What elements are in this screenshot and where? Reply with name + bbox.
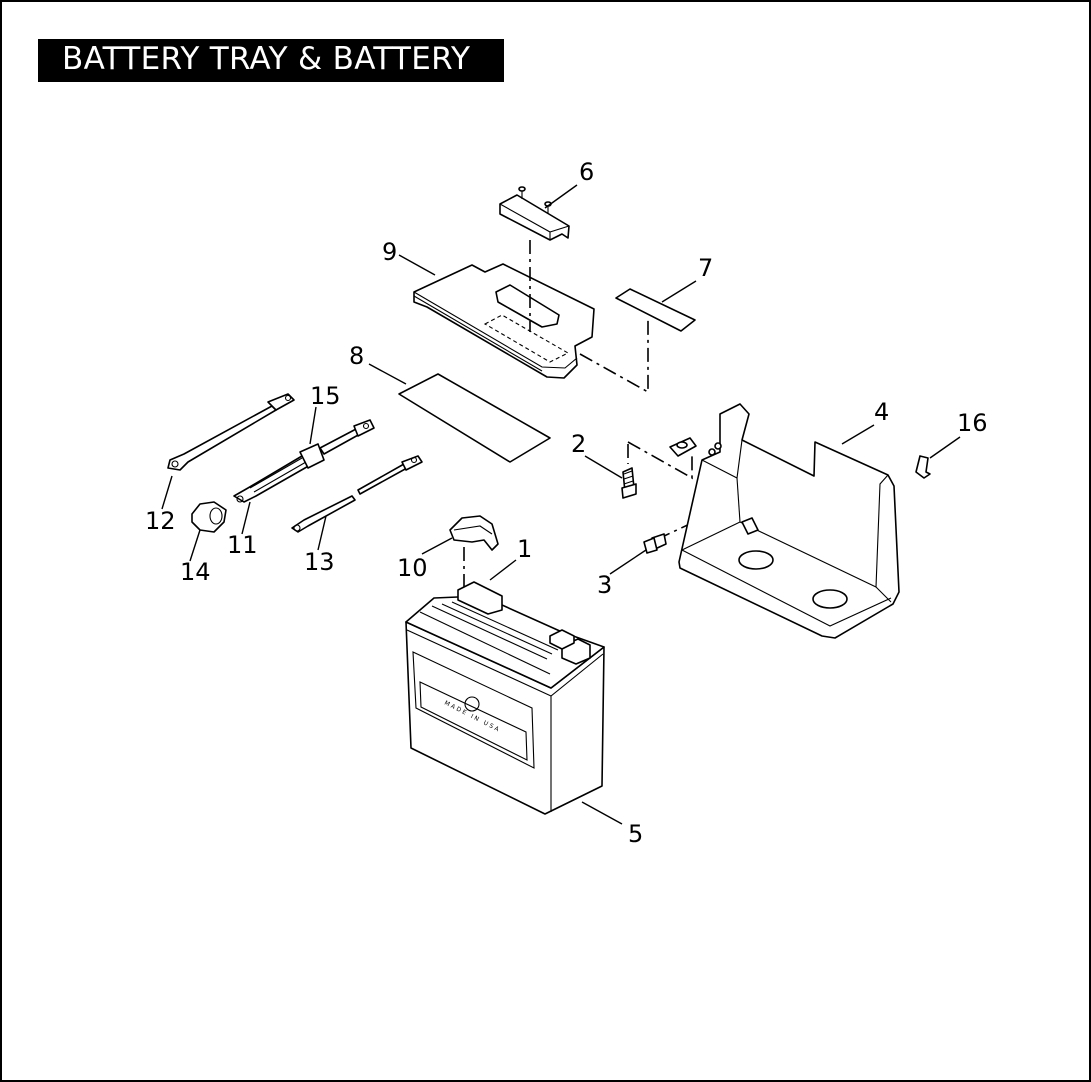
part-15-cable <box>233 419 375 503</box>
callout-12: 12 <box>145 507 176 535</box>
callout-5: 5 <box>628 820 643 848</box>
callout-7: 7 <box>698 254 713 282</box>
callout-15: 15 <box>310 382 341 410</box>
part-3-bolt <box>643 533 667 554</box>
callout-4: 4 <box>874 398 889 426</box>
part-8-pad <box>398 373 551 463</box>
part-12-cable <box>167 393 295 471</box>
callout-14: 14 <box>180 558 211 586</box>
callout-2: 2 <box>571 430 586 458</box>
leader-lines <box>161 184 961 825</box>
callout-16: 16 <box>957 409 988 437</box>
callout-3: 3 <box>597 571 612 599</box>
callout-13: 13 <box>304 548 335 576</box>
callout-9: 9 <box>382 238 397 266</box>
callout-10: 10 <box>397 554 428 582</box>
part-9-cover <box>413 263 595 379</box>
part-2-bolt <box>621 467 637 499</box>
callout-labels: 1 2 3 4 5 6 7 8 9 10 11 12 13 14 15 16 <box>145 158 988 848</box>
callout-11: 11 <box>227 531 258 559</box>
part-6-clamp <box>499 186 570 241</box>
page-title: BATTERY TRAY & BATTERY <box>62 41 471 77</box>
part-7-pad-strip <box>615 288 696 332</box>
part-10-terminal-cover <box>449 515 499 551</box>
title-banner: BATTERY TRAY & BATTERY <box>38 39 504 82</box>
callout-8: 8 <box>349 342 364 370</box>
callout-6: 6 <box>579 158 594 186</box>
part-5-battery: MADE IN USA <box>405 581 605 815</box>
part-14-terminal-boot <box>191 501 227 533</box>
part-13-cable <box>291 455 423 533</box>
part-16-clip <box>915 455 931 479</box>
part-4-tray <box>669 403 900 639</box>
callout-1: 1 <box>517 535 532 563</box>
